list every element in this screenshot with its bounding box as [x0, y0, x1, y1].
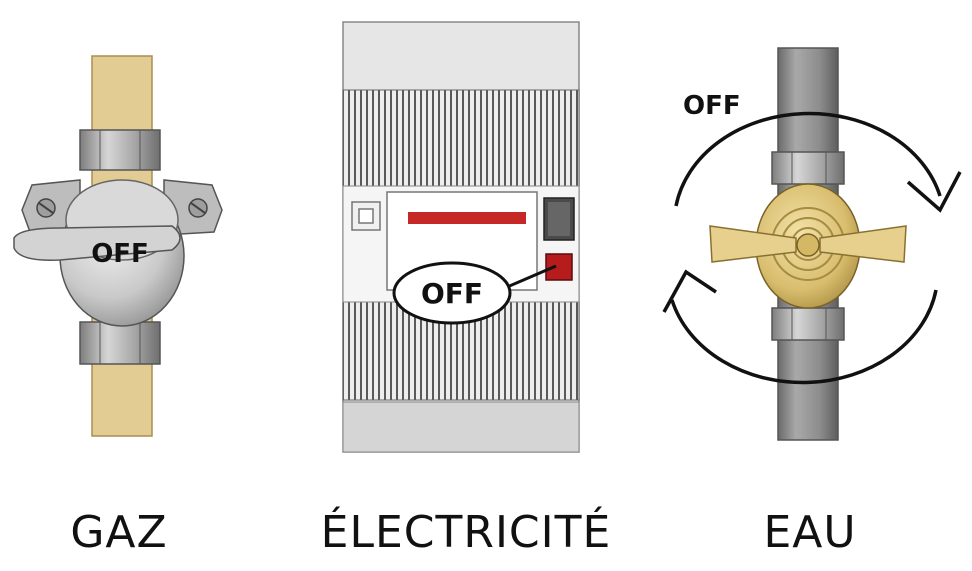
electricity-caption: ÉLECTRICITÉ — [320, 507, 612, 558]
breaker-indicator-bar — [408, 212, 526, 224]
gas-valve-icon: OFF — [13, 55, 223, 437]
gas-caption: GAZ — [70, 507, 168, 558]
circuit-breaker-icon: OFF — [342, 21, 580, 453]
gas-off-label: OFF — [91, 239, 149, 269]
electricity-off-label: OFF — [421, 277, 483, 310]
rotation-arrow-icon — [662, 111, 962, 385]
water-off-label: OFF — [683, 91, 741, 121]
breaker-switch — [545, 253, 573, 281]
water-caption: EAU — [763, 507, 857, 558]
